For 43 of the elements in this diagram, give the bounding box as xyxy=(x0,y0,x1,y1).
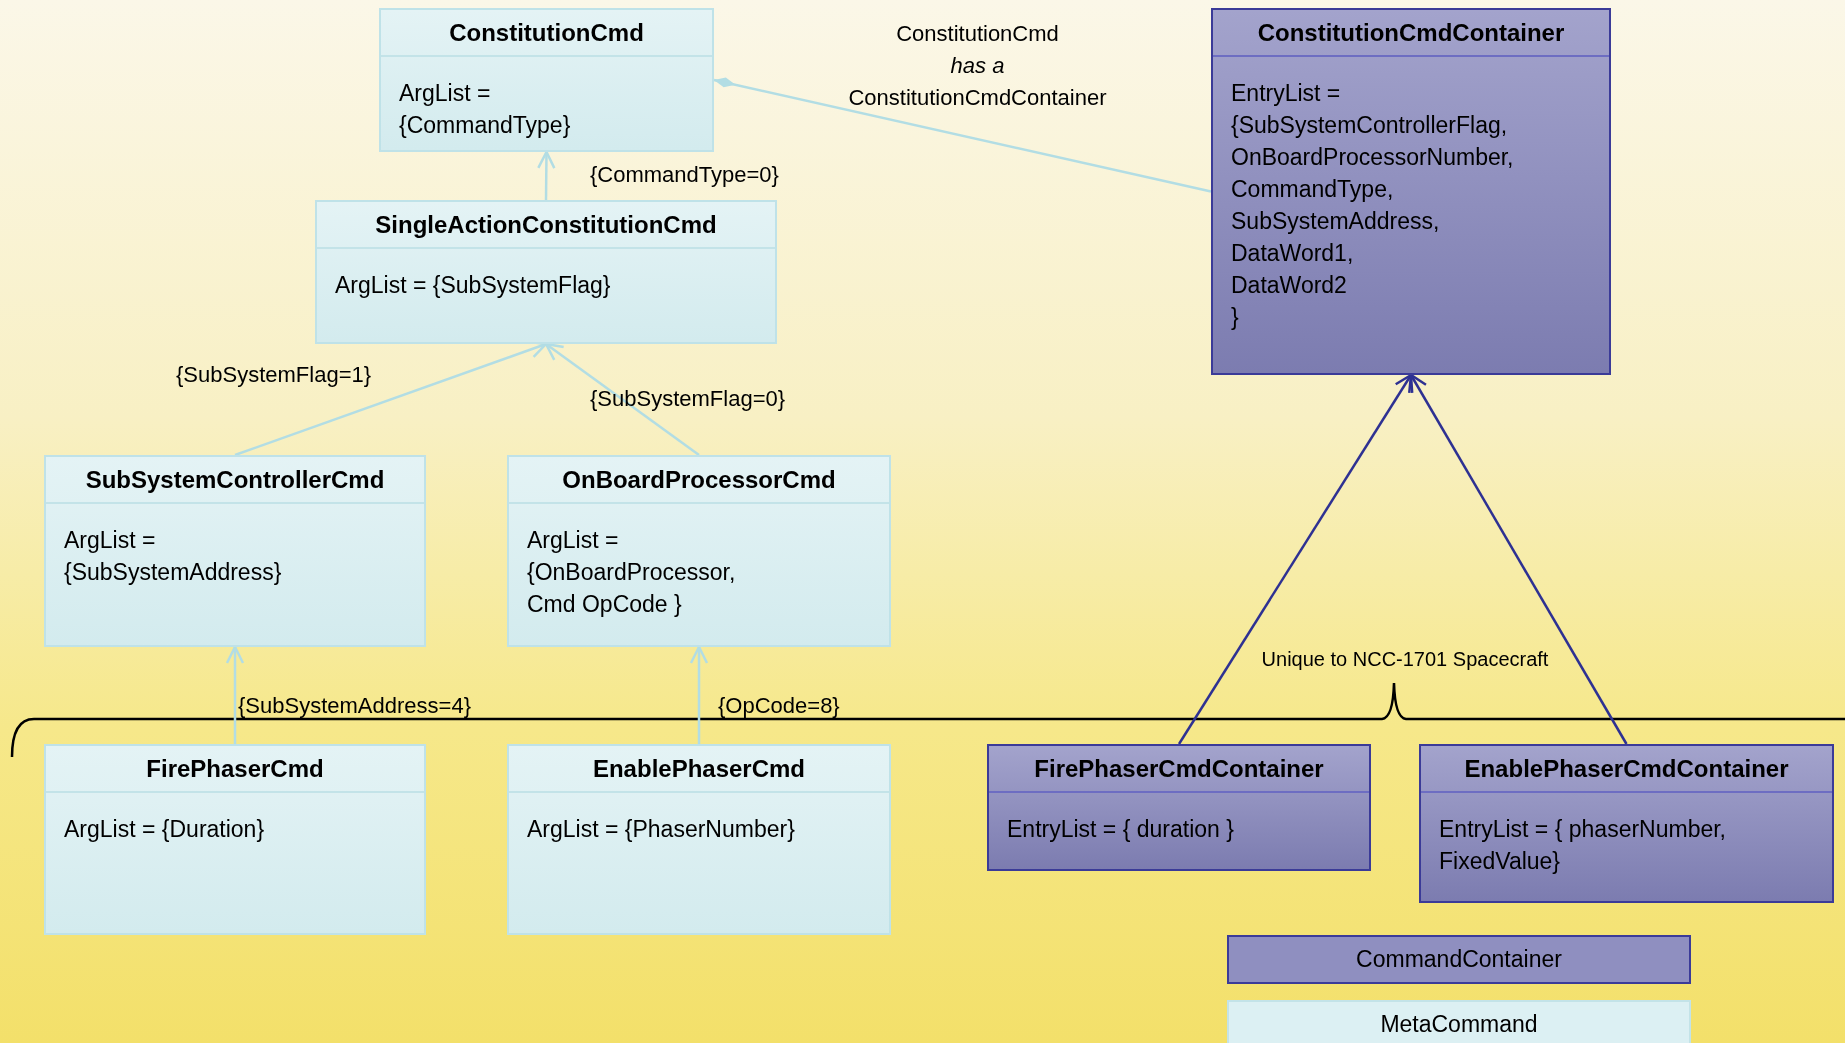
attribute-list: EntryList = { phaserNumber, FixedValue} xyxy=(1421,793,1832,877)
class-name: ConstitutionCmd xyxy=(381,10,712,57)
composition-line xyxy=(713,77,1212,193)
edge-label: {SubSystemFlag=1} xyxy=(176,362,372,388)
class-box xyxy=(507,455,891,647)
class-name: ConstitutionCmdContainer xyxy=(1213,10,1609,57)
edge-label: ConstitutionCmd has a ConstitutionCmdContainer xyxy=(847,20,1108,112)
attribute-list: EntryList = { duration } xyxy=(989,793,1369,845)
class-name: OnBoardProcessorCmd xyxy=(509,457,889,504)
class-name: SingleActionConstitutionCmd xyxy=(317,202,775,249)
attribute-list: ArgList = {SubSystemAddress} xyxy=(46,504,424,588)
arrow xyxy=(689,645,709,744)
arrow xyxy=(1177,373,1413,745)
legend-label: MetaCommand xyxy=(1380,1010,1538,1038)
class-name: EnablePhaserCmd xyxy=(509,746,889,793)
class-name: SubSystemControllerCmd xyxy=(46,457,424,504)
class-name: FirePhaserCmd xyxy=(46,746,424,793)
attribute-list: ArgList = {PhaserNumber} xyxy=(509,793,889,845)
attribute-list: ArgList = {SubSystemFlag} xyxy=(317,249,775,301)
arrow xyxy=(225,645,245,744)
edge-label: {OpCode=8} xyxy=(718,693,840,719)
class-box xyxy=(44,455,426,647)
edge-label: {CommandType=0} xyxy=(590,162,779,188)
class-name: FirePhaserCmdContainer xyxy=(989,746,1369,793)
class-box xyxy=(987,744,1371,871)
arrow xyxy=(537,150,556,200)
class-box xyxy=(315,200,777,344)
attribute-list: ArgList = {Duration} xyxy=(46,793,424,845)
class-box xyxy=(507,744,891,935)
class-box xyxy=(1419,744,1834,903)
edge-label: {SubSystemAddress=4} xyxy=(238,693,471,719)
legend-label: CommandContainer xyxy=(1356,946,1562,973)
group-note: Unique to NCC-1701 Spacecraft xyxy=(1261,647,1549,672)
attribute-list: ArgList = {OnBoardProcessor, Cmd OpCode } xyxy=(509,504,889,620)
attribute-list: EntryList = {SubSystemControllerFlag, OnBoardProcessorNumber, CommandType, SubSystemAddress, DataWord1, DataWord2 } xyxy=(1213,57,1609,333)
class-box xyxy=(379,8,714,152)
class-box xyxy=(44,744,426,935)
arrow xyxy=(544,342,700,456)
class-box xyxy=(1211,8,1611,375)
arrow xyxy=(1409,373,1628,745)
attribute-list: ArgList = {CommandType} xyxy=(381,57,712,141)
edge-label: {SubSystemFlag=0} xyxy=(590,386,786,412)
class-name: EnablePhaserCmdContainer xyxy=(1421,746,1832,793)
